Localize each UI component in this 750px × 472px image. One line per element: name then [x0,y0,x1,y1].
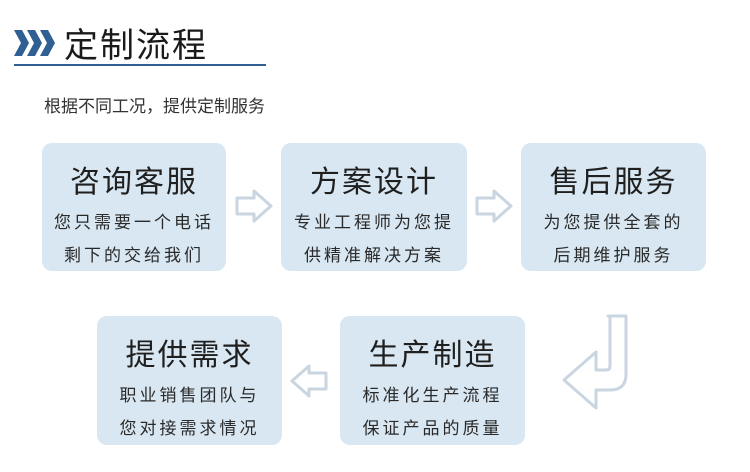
step-card-consult: 咨询客服 您只需要一个电话 剩下的交给我们 [42,143,226,271]
title-underline [14,64,266,66]
step-description: 职业销售团队与 您对接需求情况 [97,380,282,446]
arrow-right-icon [475,189,513,223]
step-description: 为您提供全套的 后期维护服务 [521,207,706,273]
step-card-production: 生产制造 标准化生产流程 保证产品的质量 [340,316,525,445]
step-description: 专业工程师为您提 供精准解决方案 [281,207,467,273]
step-desc-line: 后期维护服务 [553,246,674,266]
step-title: 方案设计 [310,165,438,200]
step-title: 售后服务 [549,165,678,200]
arrow-down-left-icon [562,314,628,410]
step-desc-line: 您对接需求情况 [119,419,260,439]
step-desc-line: 标准化生产流程 [362,386,503,406]
step-desc-line: 专业工程师为您提 [294,213,454,233]
step-title: 咨询客服 [70,165,198,200]
step-card-requirements: 提供需求 职业销售团队与 您对接需求情况 [97,316,282,445]
step-title: 生产制造 [368,338,497,373]
arrow-right-icon [235,189,273,223]
step-desc-line: 剩下的交给我们 [64,246,204,266]
page-title: 定制流程 [64,26,208,66]
chevrons-icon [14,30,55,56]
step-desc-line: 您只需要一个电话 [54,213,214,233]
step-desc-line: 保证产品的质量 [362,419,503,439]
step-desc-line: 供精准解决方案 [304,246,444,266]
step-description: 您只需要一个电话 剩下的交给我们 [42,207,226,273]
step-desc-line: 职业销售团队与 [119,386,260,406]
arrow-left-icon [290,364,328,398]
step-description: 标准化生产流程 保证产品的质量 [340,380,525,446]
page-subtitle: 根据不同工况，提供定制服务 [44,97,265,117]
step-card-design: 方案设计 专业工程师为您提 供精准解决方案 [281,143,467,271]
step-title: 提供需求 [125,338,254,373]
step-card-after-sales: 售后服务 为您提供全套的 后期维护服务 [521,143,706,271]
step-desc-line: 为您提供全套的 [543,213,684,233]
